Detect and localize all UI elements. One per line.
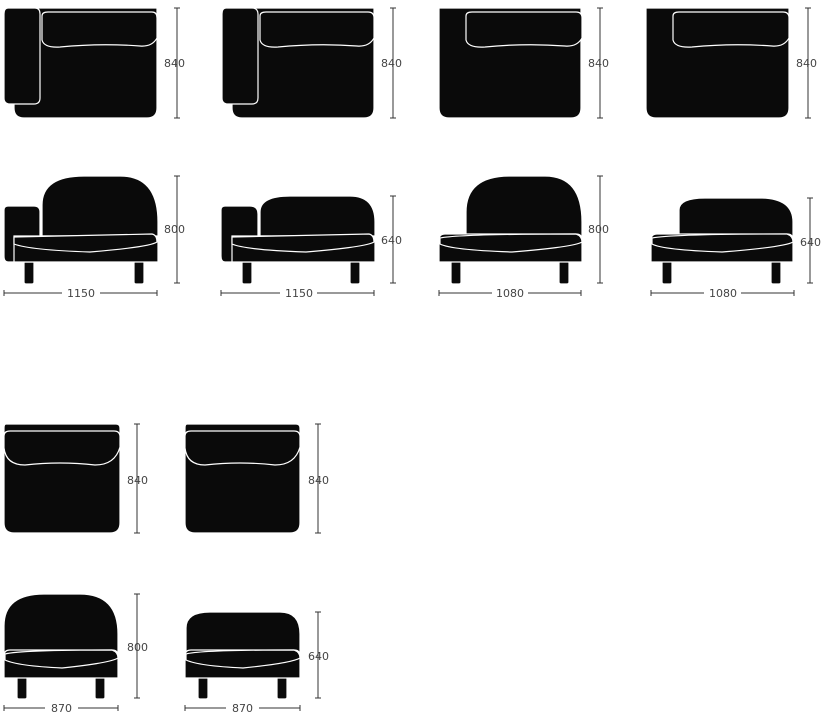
module-2-width-label: 1150 <box>285 287 313 300</box>
module-1-backrest <box>41 175 159 237</box>
module-6-height-label: 640 <box>308 650 329 663</box>
module-4-seat-cushion-line <box>651 233 794 253</box>
module-1-leg-left <box>24 261 34 284</box>
module-2-leg-left <box>242 261 252 284</box>
module-5-leg-right <box>95 676 105 699</box>
module-6-top-view <box>184 423 301 534</box>
module-4-leg-right <box>771 261 781 284</box>
module-5-seat-cushion-line <box>4 649 119 669</box>
module-3-top-cushion <box>465 11 583 48</box>
module-5-leg-left <box>17 676 27 699</box>
module-1-height-label: 800 <box>164 223 185 236</box>
module-4-height-label: 640 <box>800 236 821 249</box>
module-4-depth-label: 840 <box>796 57 817 70</box>
module-4-width-label: 1080 <box>709 287 737 300</box>
module-4-leg-left <box>662 261 672 284</box>
module-3-backrest <box>465 175 583 237</box>
module-4-backrest <box>678 197 794 237</box>
module-2-top-view <box>221 7 375 119</box>
module-5-backrest <box>3 593 119 653</box>
module-1-top-armrest <box>3 7 41 105</box>
module-1-width-label: 1150 <box>67 287 95 300</box>
dimension-annotations <box>3 7 813 711</box>
module-4-front-view <box>650 197 794 284</box>
module-5-front-view <box>3 593 119 699</box>
module-6-backrest <box>185 611 301 653</box>
module-2-leg-right <box>350 261 360 284</box>
module-1-seat-cushion-line <box>13 233 158 253</box>
module-3-depth-label: 840 <box>588 57 609 70</box>
module-6-seat-cushion-line <box>185 649 301 669</box>
module-2-backrest <box>259 195 376 237</box>
module-4-top-cushion <box>672 11 790 48</box>
module-3-height-label: 800 <box>588 223 609 236</box>
module-2-depth-label: 840 <box>381 57 402 70</box>
module-6-front-view <box>184 611 301 699</box>
module-6-leg-left <box>198 676 208 699</box>
module-5-height-label: 800 <box>127 641 148 654</box>
module-5-width-label: 870 <box>51 702 72 715</box>
module-6-width-label: 870 <box>232 702 253 715</box>
module-3-leg-right <box>559 261 569 284</box>
module-1-front-view <box>3 175 159 284</box>
module-6-depth-label: 840 <box>308 474 329 487</box>
module-5-top-view <box>3 423 121 534</box>
module-2-height-label: 640 <box>381 234 402 247</box>
module-3-leg-left <box>451 261 461 284</box>
module-3-front-view <box>438 175 583 284</box>
module-3-seat-cushion-line <box>439 233 583 253</box>
module-2-top-armrest <box>221 7 259 105</box>
module-4-top-view <box>645 7 790 119</box>
module-2-front-view <box>220 195 376 284</box>
module-3-top-view <box>438 7 583 119</box>
module-3-width-label: 1080 <box>496 287 524 300</box>
module-1-top-view <box>3 7 158 119</box>
module-6-leg-right <box>277 676 287 699</box>
module-5-top-cushion <box>3 430 121 466</box>
module-6-top-cushion <box>184 430 301 466</box>
module-2-top-cushion <box>259 11 375 48</box>
module-1-depth-label: 840 <box>164 57 185 70</box>
module-1-leg-right <box>134 261 144 284</box>
module-1-top-cushion <box>41 11 158 48</box>
module-2-seat-cushion-line <box>231 233 375 253</box>
module-5-depth-label: 840 <box>127 474 148 487</box>
dimension-labels: 840 840 840 840 800 640 800 640 1150 115… <box>51 57 821 715</box>
